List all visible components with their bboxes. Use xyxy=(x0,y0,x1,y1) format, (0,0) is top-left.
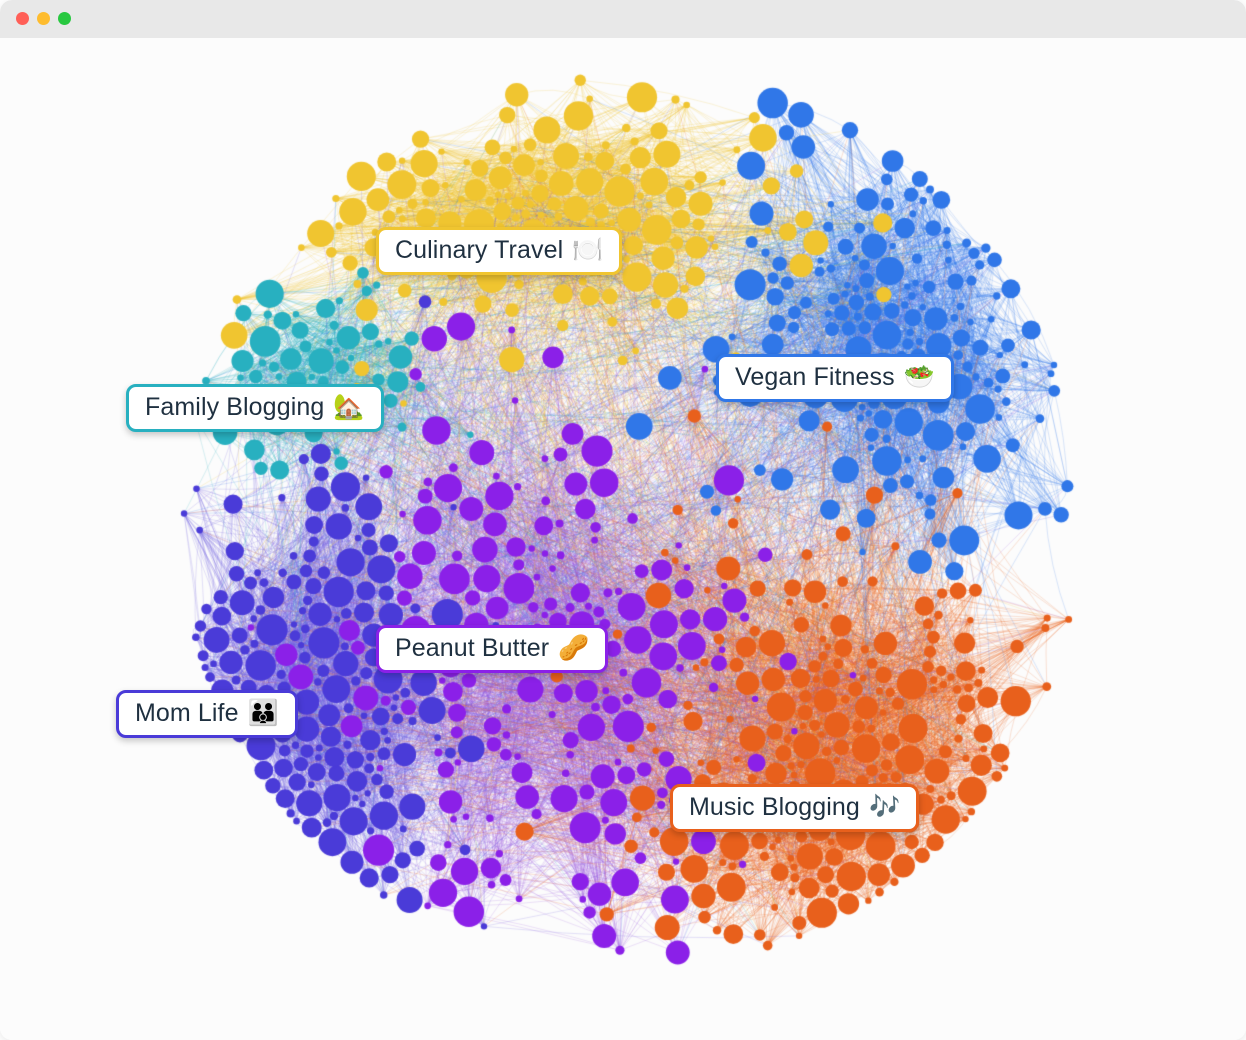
cluster-label-text: Mom Life xyxy=(135,699,239,727)
cluster-emoji-icon: 🥗 xyxy=(903,362,935,391)
cluster-label-vegan-fitness[interactable]: Vegan Fitness 🥗 xyxy=(716,354,954,403)
network-graph-area[interactable]: Culinary Travel 🍽️ Vegan Fitness 🥗 Family Bl… xyxy=(0,38,1246,1040)
cluster-emoji-icon: 🎶 xyxy=(868,792,901,821)
cluster-label-family-blogging[interactable]: Family Blogging 🏡 xyxy=(126,384,384,433)
cluster-emoji-icon: 🥜 xyxy=(558,633,590,662)
window-controls xyxy=(16,12,71,25)
minimize-button[interactable] xyxy=(37,12,50,25)
cluster-label-mom-life[interactable]: Mom Life 👪 xyxy=(116,690,298,739)
cluster-label-text: Culinary Travel xyxy=(395,236,564,264)
maximize-button[interactable] xyxy=(58,12,71,25)
cluster-label-text: Music Blogging xyxy=(689,793,860,821)
close-button[interactable] xyxy=(16,12,29,25)
cluster-emoji-icon: 🏡 xyxy=(333,392,365,421)
cluster-label-text: Family Blogging xyxy=(145,393,325,421)
cluster-label-culinary-travel[interactable]: Culinary Travel 🍽️ xyxy=(376,227,623,276)
cluster-label-peanut-butter[interactable]: Peanut Butter 🥜 xyxy=(376,625,609,674)
cluster-emoji-icon: 🍽️ xyxy=(572,235,604,264)
cluster-label-text: Peanut Butter xyxy=(395,634,550,662)
cluster-label-text: Vegan Fitness xyxy=(735,363,895,391)
window-titlebar xyxy=(0,0,1246,38)
cluster-emoji-icon: 👪 xyxy=(247,698,279,727)
cluster-label-music-blogging[interactable]: Music Blogging 🎶 xyxy=(670,784,920,833)
network-graph-canvas[interactable] xyxy=(0,38,1246,1040)
